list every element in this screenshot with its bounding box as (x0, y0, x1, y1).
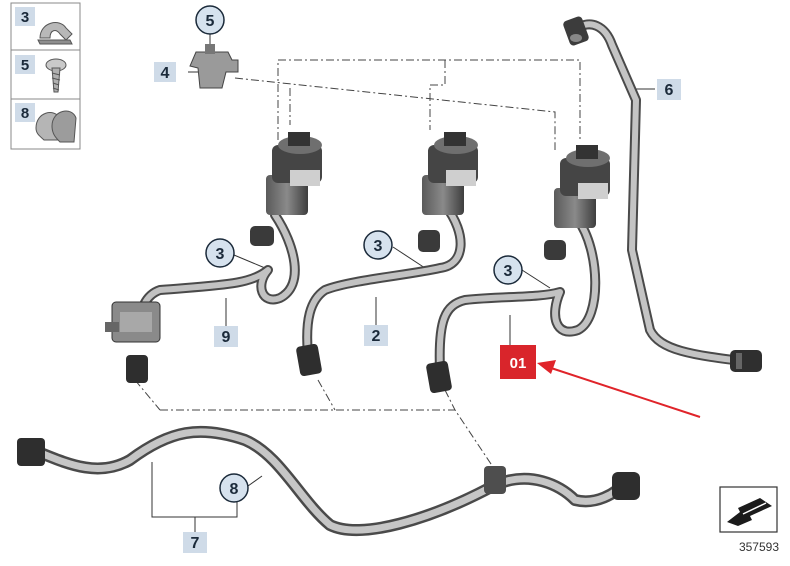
legend-item-clamp: 3 (15, 7, 73, 45)
leader-lines (134, 59, 581, 471)
figure-number: 357593 (739, 540, 779, 554)
label-part-6: 6 (657, 79, 681, 100)
label-text: 3 (216, 246, 225, 263)
clamp-icon (37, 22, 73, 45)
label-part-8: 8 (219, 473, 249, 503)
label-text: 2 (372, 328, 381, 345)
label-part-3a: 3 (205, 238, 235, 268)
valve-2 (422, 132, 478, 215)
callout-text: 01 (510, 355, 527, 372)
legend-number: 8 (21, 105, 29, 122)
bracket (189, 44, 239, 89)
valves (266, 132, 610, 228)
label-part-5: 5 (195, 5, 225, 35)
valve-3 (554, 145, 610, 228)
label-part-4: 4 (154, 62, 176, 82)
label-part-3b: 3 (363, 230, 393, 260)
label-text: 9 (222, 329, 231, 346)
double-clamp-icon (35, 110, 77, 143)
label-part-7: 7 (183, 532, 207, 553)
legend-panel: 3 5 8 (10, 2, 81, 150)
callout-highlight: 01 (500, 345, 536, 379)
screw-icon (45, 58, 67, 93)
pressure-sensor (105, 301, 161, 343)
hoses (22, 19, 755, 537)
label-text: 3 (504, 263, 513, 280)
label-text: 4 (161, 65, 170, 82)
label-text: 6 (665, 82, 674, 99)
label-text: 8 (230, 481, 239, 498)
label-part-3c: 3 (493, 255, 523, 285)
valve-1 (266, 132, 322, 215)
label-part-9: 9 (214, 326, 238, 347)
callout-arrow (537, 360, 701, 418)
legend-item-double-clamp: 8 (15, 103, 77, 143)
label-text: 3 (374, 238, 383, 255)
hose-connectors (17, 16, 762, 500)
legend-number: 3 (21, 9, 29, 26)
label-text: 5 (206, 13, 215, 30)
label-part-2: 2 (364, 325, 388, 346)
orientation-icon (719, 486, 778, 533)
legend-number: 5 (21, 57, 29, 74)
label-text: 7 (191, 535, 200, 552)
legend-item-screw: 5 (15, 55, 67, 93)
